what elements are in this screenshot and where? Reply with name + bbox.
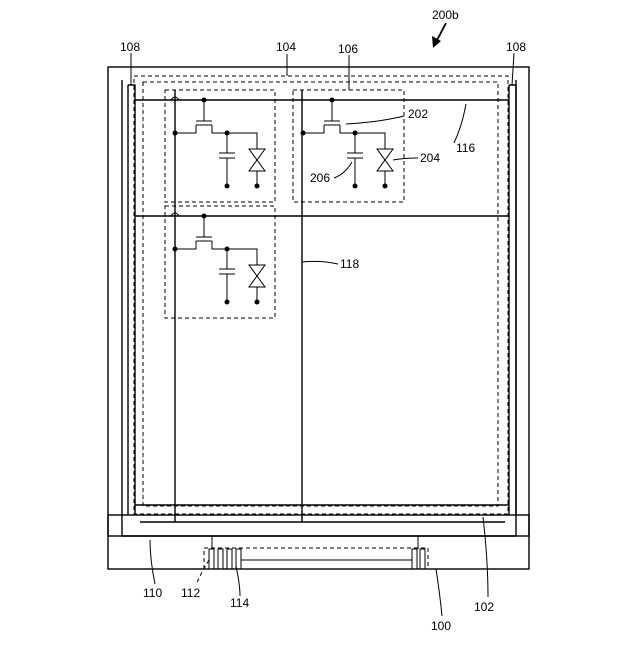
bonding-strip-110 (108, 515, 529, 536)
leader-204 (393, 158, 418, 160)
driver-ic-112 (204, 548, 428, 569)
ref-204: 204 (420, 151, 440, 165)
leader-116 (454, 104, 466, 143)
leader-206 (334, 162, 352, 178)
leader-118 (302, 261, 338, 264)
pixel-circuit-1 (173, 98, 266, 189)
ref-118: 118 (340, 257, 359, 271)
pad-6 (420, 549, 425, 569)
ref-102: 102 (474, 600, 494, 614)
ref-112: 112 (181, 586, 200, 600)
pixel-circuit-2 (173, 214, 266, 305)
ref-114: 114 (230, 596, 249, 610)
frame-108-right (509, 85, 516, 515)
ref-106: 106 (338, 42, 358, 56)
ref-110: 110 (143, 586, 162, 600)
leader-100 (436, 569, 442, 616)
pad-5 (412, 549, 417, 569)
display-region-inner (134, 76, 508, 514)
leader-110 (150, 540, 155, 584)
label-200b: 200b (432, 8, 459, 22)
leader-112 (196, 560, 209, 585)
display-region-116 (143, 82, 498, 506)
ref-100: 100 (431, 619, 451, 633)
pad-1 (209, 549, 214, 569)
ref-116: 116 (456, 141, 475, 155)
ref-108-right: 108 (506, 40, 526, 54)
pad-2 (218, 549, 223, 569)
ref-202: 202 (408, 107, 428, 121)
ref-206: 206 (310, 171, 330, 185)
ref-104: 104 (276, 40, 296, 54)
leader-108-right (512, 53, 514, 85)
leader-114 (236, 566, 240, 596)
pad-4 (236, 549, 241, 569)
leader-202 (346, 116, 404, 124)
ref-108-left: 108 (120, 40, 140, 54)
leader-102 (483, 517, 488, 597)
arrow-200b-head (432, 36, 441, 48)
pad-3 (227, 549, 232, 569)
